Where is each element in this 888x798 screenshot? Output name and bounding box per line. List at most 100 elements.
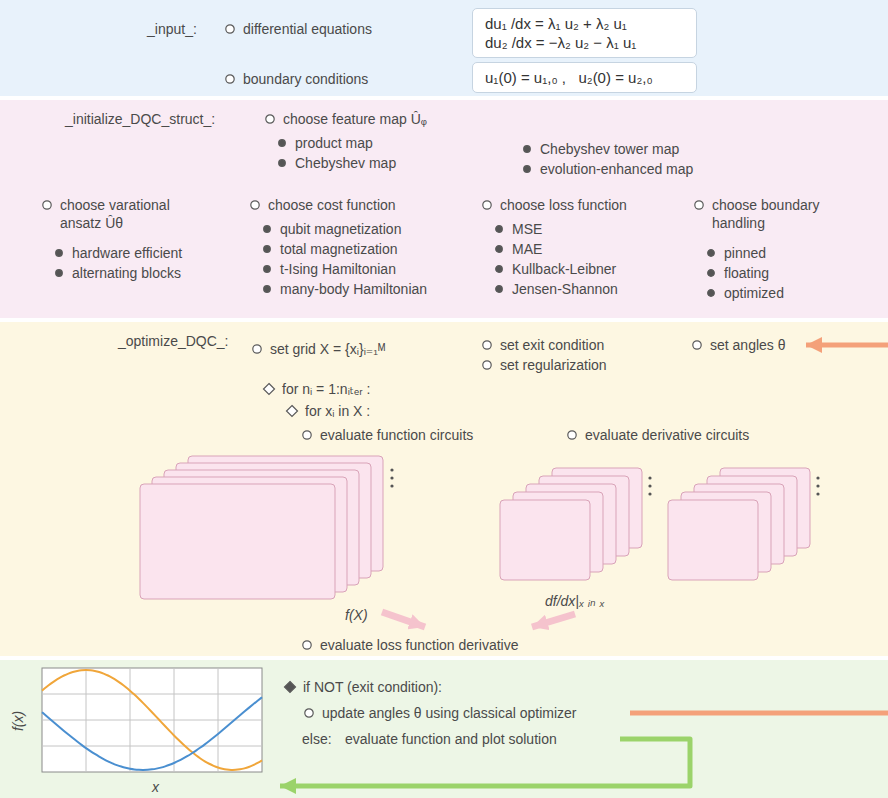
- dot: [390, 468, 393, 471]
- bullet-point: [524, 166, 531, 173]
- step-text: evaluate derivative circuits: [585, 426, 749, 444]
- step-text: choose cost function: [268, 196, 396, 214]
- derivative-circuit-stack: [668, 468, 810, 580]
- equation-box: u₁(0) = u₁,₀ , u₂(0) = u₂,₀: [472, 62, 697, 93]
- bullet-point: [483, 361, 491, 369]
- bullet-point: [226, 25, 234, 33]
- loop-diamond: [285, 682, 296, 693]
- grid-line: [42, 746, 262, 747]
- step-text: f(x): [9, 711, 27, 731]
- step-text: x: [152, 778, 159, 796]
- band-heading: _input_:: [147, 20, 197, 38]
- band-heading: _optimize_DQC_:: [118, 332, 229, 350]
- bullet-point: [305, 709, 313, 717]
- dot: [648, 476, 651, 479]
- step-text: evaluate function and plot solution: [345, 730, 557, 748]
- step-text: df/dx|ₓ ᵢₙ ₓ: [545, 592, 605, 610]
- step-text: pinned: [724, 244, 766, 262]
- ellipsis-dots: [390, 468, 819, 495]
- plot-frame: [42, 668, 262, 772]
- bullet-layer: [140, 341, 888, 649]
- step-text: boundary conditions: [243, 70, 368, 88]
- step-text: Jensen-Shannon: [512, 280, 618, 298]
- band-art: [0, 322, 888, 656]
- step-text: evaluate loss function derivative: [320, 636, 518, 654]
- solution-curve: [42, 697, 262, 770]
- bullet-point: [43, 201, 51, 209]
- dot: [390, 484, 393, 487]
- bullet-point: [253, 345, 261, 353]
- step-text: set grid X = {xᵢ}ᵢ₌₁ᴹ: [270, 340, 385, 358]
- bullet-point: [264, 266, 271, 273]
- step-text: many-body Hamiltonian: [280, 280, 427, 298]
- bullet-point: [708, 290, 715, 297]
- step-text: Chebyshev tower map: [540, 140, 679, 158]
- loop-arrow: [806, 343, 888, 348]
- bullet-point: [226, 75, 234, 83]
- dot: [816, 476, 819, 479]
- grid-line: [42, 694, 262, 695]
- step-text: Chebyshev map: [295, 154, 396, 172]
- dot: [648, 492, 651, 495]
- bullet-layer: [226, 25, 234, 83]
- bullet-point: [496, 266, 503, 273]
- band-art: [0, 660, 888, 798]
- step-text: hardware efficient: [72, 244, 182, 262]
- step-text: choose varational ansatz Ûθ: [60, 196, 190, 232]
- step-text: choose boundary handling: [712, 196, 852, 232]
- circuit-box: [500, 500, 590, 580]
- plot-grid: [42, 668, 262, 772]
- band-art: [0, 0, 888, 96]
- bullet-point: [496, 246, 503, 253]
- equation-text: u₁(0) = u₁,₀ , u₂(0) = u₂,₀: [485, 68, 653, 87]
- step-text: update angles θ using classical optimize…: [322, 704, 576, 722]
- dot: [816, 484, 819, 487]
- circuit-box: [668, 500, 758, 580]
- bullet-point: [524, 146, 531, 153]
- bullet-point: [695, 201, 703, 209]
- step-text: qubit magnetization: [280, 220, 401, 238]
- bullet-point: [251, 201, 259, 209]
- step-text: f(X): [345, 606, 368, 624]
- step-text: for nᵢ = 1:nᵢₜₑᵣ :: [282, 380, 370, 398]
- bullet-point: [708, 250, 715, 257]
- dot: [816, 492, 819, 495]
- equation-text: du₂ /dx = −λ₂ u₂ − λ₁ u₁: [485, 33, 636, 52]
- bullet-point: [56, 250, 63, 257]
- step-text: set exit condition: [500, 336, 604, 354]
- bullet-layer: [43, 115, 715, 297]
- dot: [390, 476, 393, 479]
- step-text: optimized: [724, 284, 784, 302]
- section-band: _initialize_DQC_struct_:choose feature m…: [0, 100, 888, 318]
- loop-diamond: [287, 406, 298, 417]
- solution-curve: [42, 670, 262, 770]
- step-text: MSE: [512, 220, 542, 238]
- step-text: product map: [295, 134, 373, 152]
- grid-line: [42, 720, 262, 721]
- bullet-point: [483, 201, 491, 209]
- step-text: alternating blocks: [72, 264, 181, 282]
- bullet-point: [708, 270, 715, 277]
- section-band: _input_:differential equationsboundary c…: [0, 0, 888, 96]
- bullet-point: [266, 115, 274, 123]
- step-text: choose loss function: [500, 196, 627, 214]
- bullet-point: [56, 270, 63, 277]
- section-band: if NOT (exit condition):update angles θ …: [0, 660, 888, 798]
- loop-diamond: [264, 384, 275, 395]
- step-text: evaluate function circuits: [320, 426, 473, 444]
- bullet-point: [303, 641, 311, 649]
- step-text: for xᵢ in X :: [305, 402, 370, 420]
- function-circuit-stack: [140, 456, 383, 599]
- bullet-point: [483, 341, 491, 349]
- circuit-box: [140, 484, 335, 599]
- equation-text: du₁ /dx = λ₁ u₂ + λ₂ u₁: [485, 14, 627, 33]
- merge-arrow: [382, 612, 425, 627]
- bullet-point: [264, 286, 271, 293]
- step-text: set regularization: [500, 356, 607, 374]
- step-text: else:: [302, 730, 332, 748]
- step-text: floating: [724, 264, 769, 282]
- step-text: choose feature map Ûᵩ: [283, 110, 427, 128]
- merge-arrow: [532, 614, 575, 627]
- equation-box: du₁ /dx = λ₁ u₂ + λ₂ u₁du₂ /dx = −λ₂ u₂ …: [472, 8, 697, 58]
